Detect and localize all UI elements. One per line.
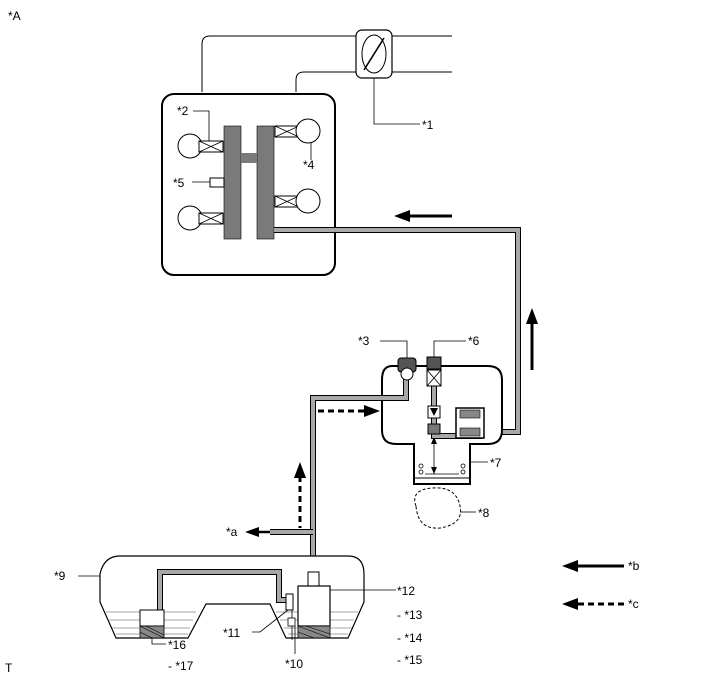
callout-9: *9 xyxy=(54,569,66,583)
callout-1: *1 xyxy=(422,118,434,132)
fresh-air-inlet-arrow xyxy=(245,527,270,537)
vapor-flow-arrow-right xyxy=(318,405,380,417)
legend-solid-arrow xyxy=(562,560,624,572)
callout-3: *3 xyxy=(358,334,370,348)
cylinder-left-top xyxy=(177,133,224,159)
cylinder-right-top xyxy=(274,118,321,144)
legend-dashed-arrow xyxy=(562,598,624,610)
cylinder-left-bottom xyxy=(177,205,224,231)
callout-14: - *14 xyxy=(397,631,423,645)
legend-solid-label: *b xyxy=(628,559,640,573)
charcoal-canister xyxy=(381,365,503,485)
callout-17: - *17 xyxy=(168,659,194,673)
callout-2: *2 xyxy=(177,104,189,118)
canister-pump-module xyxy=(427,405,441,435)
callout-11: *11 xyxy=(223,626,240,640)
vapor-flow-arrow-up xyxy=(294,462,306,528)
cut-off-valve xyxy=(285,593,294,611)
fuel-pump-assembly xyxy=(297,571,331,639)
callout-7: *7 xyxy=(490,456,502,470)
corner-label: T xyxy=(5,661,13,675)
throttle-body xyxy=(201,29,452,125)
fuel-level-sender xyxy=(287,610,296,640)
vent-valve xyxy=(426,356,442,387)
callout-13: - *13 xyxy=(397,608,423,622)
callout-12: *12 xyxy=(397,584,415,598)
callout-5: *5 xyxy=(173,176,185,190)
callout-6: *6 xyxy=(468,334,480,348)
callout-10: *10 xyxy=(285,657,303,671)
purge-vsv xyxy=(455,407,485,439)
pressure-sensor xyxy=(192,177,225,188)
fresh-air-filter xyxy=(414,487,476,529)
legend-dashed-label: *c xyxy=(628,597,639,611)
callout-15: - *15 xyxy=(397,653,423,667)
callout-a: *a xyxy=(226,525,238,539)
sub-tank-sender xyxy=(139,609,165,639)
cylinder-right-bottom xyxy=(274,188,321,214)
callout-4: *4 xyxy=(303,158,315,172)
pressure-switching-valve xyxy=(397,357,417,381)
callout-16: *16 xyxy=(168,638,186,652)
purge-flow-arrow-left xyxy=(394,210,452,222)
callout-8: *8 xyxy=(478,506,490,520)
figure-label: *A xyxy=(8,9,21,23)
purge-flow-arrow-up xyxy=(526,308,538,370)
